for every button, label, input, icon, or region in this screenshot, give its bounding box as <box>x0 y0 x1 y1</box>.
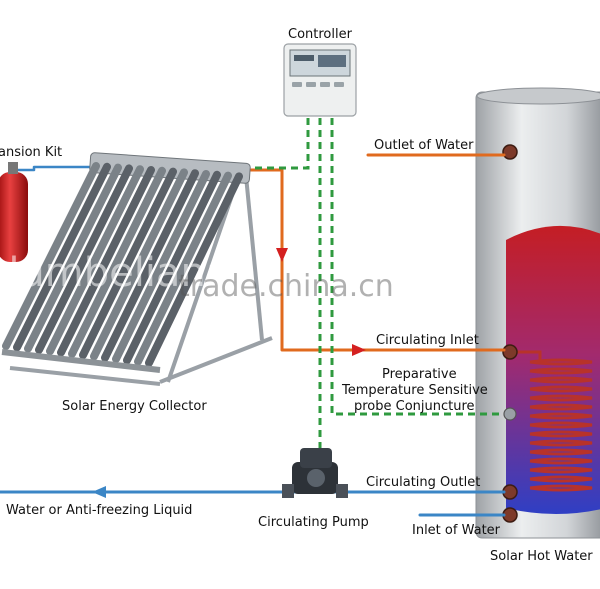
collector-tube <box>112 170 210 363</box>
pump-label: Circulating Pump <box>258 515 369 530</box>
collector-tube <box>57 166 155 357</box>
collector-tube <box>46 165 144 356</box>
watermark-overlay: dumbelianaben <box>0 250 306 296</box>
collector-tubes <box>2 162 243 367</box>
collector-sensor-wire <box>250 118 310 170</box>
circulating-pump: Circulating Pump <box>258 448 369 530</box>
collector-tube <box>101 169 199 362</box>
sensor-label-line1: Preparative <box>382 367 457 382</box>
solar-collector: Solar Energy Collector <box>1 152 273 414</box>
inlet-of-water-label: Inlet of Water <box>412 523 501 538</box>
controller: Controller <box>283 27 357 117</box>
collector-label: Solar Energy Collector <box>62 399 207 414</box>
collector-tube <box>13 162 111 352</box>
circulating-inlet-label: Circulating Inlet <box>376 333 479 348</box>
sensor-label-line2: Temperature Sensitive <box>341 383 488 398</box>
circulating-outlet-label: Circulating Outlet <box>366 475 480 490</box>
heat-exchanger-coil <box>512 350 593 492</box>
tank-sensor-wire <box>330 118 502 416</box>
outlet-port <box>502 144 518 160</box>
tank-label: Solar Hot Water <box>490 549 593 564</box>
collector-tube <box>24 163 122 353</box>
flow-arrows <box>92 248 366 498</box>
left-arrow <box>92 486 106 498</box>
expansion-pipe <box>8 165 98 172</box>
right-arrow <box>352 344 366 356</box>
sensor-wires <box>250 118 502 460</box>
collector-tube <box>79 167 177 360</box>
collector-tube <box>134 171 232 366</box>
sensor-label-line3: probe Conjuncture <box>354 399 475 414</box>
collector-tube <box>35 164 133 354</box>
down-arrow <box>276 248 288 262</box>
collector-tube <box>145 172 243 367</box>
expansion-kit: ansion Kit <box>0 145 62 262</box>
collector-tube <box>68 166 166 358</box>
collector-tube <box>2 162 100 350</box>
inlet-port <box>502 344 518 360</box>
hot-water-tank: Solar Hot Water <box>475 87 600 564</box>
watermark-brand: trade.china.cn <box>178 269 394 304</box>
controller-buttons <box>292 82 344 87</box>
expansion-kit-label: ansion Kit <box>0 145 62 160</box>
outlet-of-water-label: Outlet of Water <box>374 138 474 153</box>
sensor-port <box>503 407 517 421</box>
collector-tube <box>123 170 221 365</box>
controller-label: Controller <box>288 27 353 42</box>
collector-tube <box>90 168 188 361</box>
water-antifreeze-label: Water or Anti-freezing Liquid <box>6 503 192 518</box>
